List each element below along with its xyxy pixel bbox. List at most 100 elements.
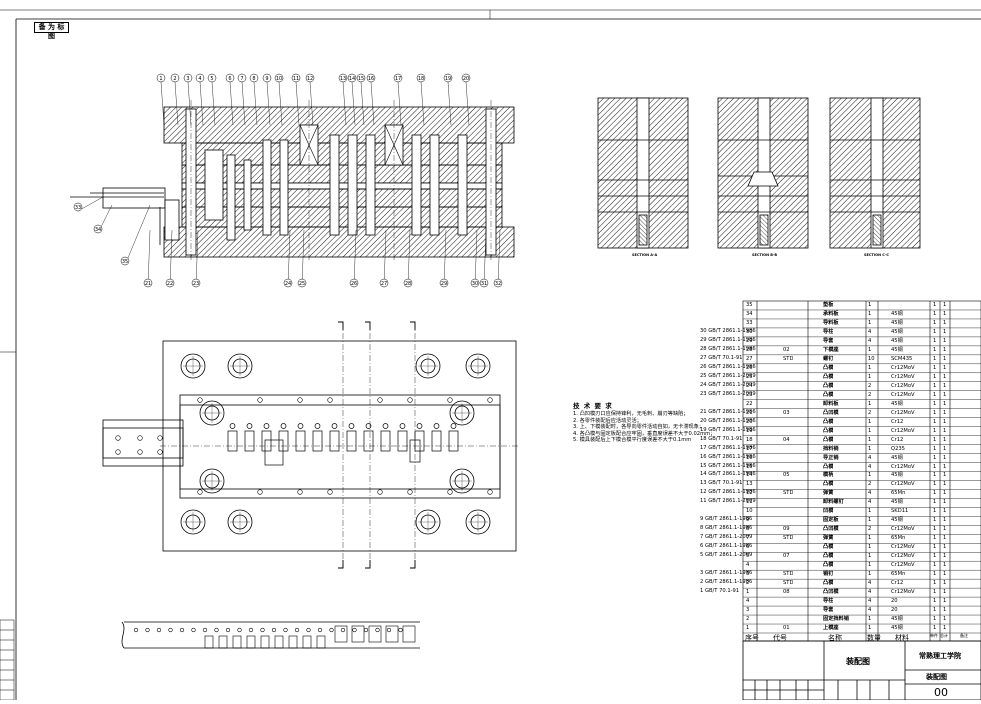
callout-bottom: 31 (479, 229, 489, 288)
callout-bottom: 32 (493, 229, 503, 288)
strip-part (402, 625, 416, 643)
bom-cell-name: 凸凹模 (823, 526, 839, 533)
bom-cell-name: 导柱 (823, 328, 834, 335)
bom-cell-n2: 1 (943, 526, 947, 533)
bom-cell-n1: 1 (933, 418, 937, 425)
bom-cell-mat: Cr12MoV (891, 544, 915, 551)
bom-cell-no: 3 (746, 571, 750, 578)
strip-slot (302, 635, 312, 649)
bom-header-name: 名称 (828, 634, 842, 642)
svg-text:28: 28 (405, 281, 411, 287)
bom-cell-mat: Cr12MoV (891, 409, 915, 416)
bom-cell-mat: 45钢 (891, 499, 903, 506)
bom-cell-qty: 4 (868, 499, 872, 506)
callout-bottom: 22 (165, 229, 175, 288)
bom-cell-n1: 1 (933, 562, 937, 569)
bom-cell-name: 螺钉 (823, 355, 834, 362)
bom-cell-n2: 1 (943, 562, 947, 569)
bom-cell-name: 卸料板 (823, 400, 839, 407)
bom-cell-n1: 1 (933, 409, 937, 416)
bom-standard: 20 GB/T 2861.1-1986 (700, 417, 756, 424)
bom-cell-n1: 1 (933, 382, 937, 389)
bom-cell-qty: 1 (868, 553, 872, 560)
strip-slot (288, 635, 298, 649)
bom-cell-qty: 2 (868, 382, 872, 389)
callout-bottom: 27 (379, 229, 389, 288)
callout-bottom: 29 (439, 229, 449, 288)
strip-pilot-hole (340, 627, 346, 633)
svg-text:30: 30 (472, 281, 478, 287)
bom-cell-name: 凸模 (823, 562, 834, 569)
screw-hole (487, 397, 493, 403)
bom-cell-n1: 1 (933, 355, 937, 362)
bom-cell-qty: 2 (868, 481, 872, 488)
bom-cell-qty: 1 (868, 373, 872, 380)
bom-cell-name: 模柄 (823, 472, 834, 479)
callout-top: 20 (461, 73, 471, 126)
screw-hole (157, 449, 163, 455)
bom-cell-n1: 1 (933, 598, 937, 605)
bom-cell-name: 凸模 (823, 463, 834, 470)
callout-top: 4 (195, 73, 205, 126)
bom-cell-qty: 4 (868, 454, 872, 461)
bom-cell-name: 导套 (823, 607, 834, 614)
bom-cell-name: 凸模 (823, 553, 834, 560)
callout-top: 11 (291, 73, 301, 126)
bom-cell-n2: 1 (943, 418, 947, 425)
bom-cell-no: 6 (746, 544, 750, 551)
bom-cell-n2: 1 (943, 310, 947, 317)
bom-cell-mat: 45钢 (891, 517, 903, 524)
bom-cell-n2: 1 (943, 535, 947, 542)
bom-cell-qty: 1 (868, 508, 872, 515)
bom-cell-n2: 1 (943, 364, 947, 371)
strip-slot (232, 635, 242, 649)
bom-cell-code: 08 (783, 589, 790, 596)
bom-cell-mat: 45钢 (891, 616, 903, 623)
bom-header-total: 总计 (940, 633, 948, 638)
bom-header-code: 代号 (773, 634, 787, 642)
bom-cell-n2: 1 (943, 598, 947, 605)
screw-hole (447, 489, 453, 495)
screw-hole (487, 489, 493, 495)
guide-hole (415, 353, 441, 379)
strip-pilot-hole (260, 627, 265, 633)
bom-cell-no: 21 (746, 409, 753, 416)
bom-cell-n2: 1 (943, 490, 947, 497)
svg-text:12: 12 (307, 76, 313, 82)
bom-cell-qty: 1 (868, 445, 872, 452)
strip-pilot-hole (191, 627, 196, 633)
bom-standard: 2 GB/T 2861.1-1986 (700, 579, 753, 586)
svg-text:19: 19 (445, 76, 451, 82)
bom-cell-qty: 1 (868, 535, 872, 542)
bom-cell-qty: 1 (868, 302, 872, 308)
section-label-c: SECTION C-C (864, 253, 889, 257)
punch-profile (312, 430, 323, 452)
bom-cell-qty: 1 (868, 571, 872, 578)
punch-profile (409, 439, 421, 463)
strip-pilot-hole (225, 627, 231, 633)
svg-text:7: 7 (240, 76, 243, 82)
bom-cell-mat: 65Mn (891, 571, 906, 578)
bom-standard: 1 GB/T 70.1-91 (700, 588, 740, 595)
guide-hole (449, 468, 475, 494)
screw-hole (407, 489, 413, 495)
bom-cell-no: 18 (746, 436, 753, 443)
bom-cell-n2: 1 (943, 409, 947, 416)
bom-cell-qty: 1 (868, 472, 872, 479)
bom-cell-qty: 4 (868, 589, 872, 596)
strip-pilot-hole (398, 627, 403, 633)
bom-cell-n1: 1 (933, 427, 937, 434)
bom-standard: 25 GB/T 2861.1-2009 (700, 372, 756, 379)
punch-profile (227, 430, 238, 452)
bom-cell-no: 15 (746, 463, 753, 470)
bom-cell-n1: 1 (933, 544, 937, 551)
bom-cell-name: 凸模 (823, 580, 834, 587)
pilot-hole (399, 423, 406, 429)
